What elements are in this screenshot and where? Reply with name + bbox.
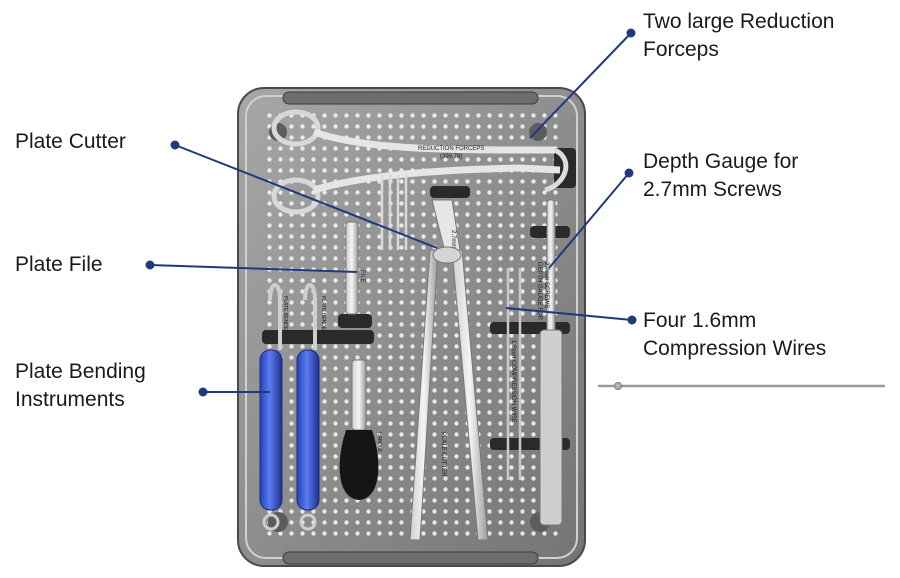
- leader-lines: [145, 28, 637, 397]
- compression-wires-label-line2: Compression Wires: [643, 337, 827, 360]
- gauge-size-engraving: 2.7mm SCREWS: [543, 262, 549, 308]
- plate-file-label-text: Plate File: [15, 253, 103, 276]
- plate-cutter: [409, 199, 489, 541]
- reduction-forceps: [271, 109, 569, 215]
- quick-coupling-handle: [339, 359, 379, 500]
- reduction-forceps-label: Two large Reduction Forceps: [643, 8, 834, 64]
- bending-instruments-label-line1: Plate Bending: [15, 360, 146, 383]
- bender-engraving-1: PLATE BENDER: [282, 296, 288, 334]
- plate-file-label: Plate File: [15, 251, 103, 279]
- depth-gauge: [539, 199, 563, 526]
- cutter-size-engraving: 2.7mm: [450, 230, 456, 248]
- bending-instruments-label-line2: Instruments: [15, 388, 125, 411]
- plate-cutter-label: Plate Cutter: [15, 128, 126, 156]
- plate-benders: [259, 283, 320, 531]
- file-engraving: FILE: [359, 270, 365, 283]
- tray-compression-wires: [380, 175, 522, 480]
- depth-gauge-label-line2: 2.7mm Screws: [643, 178, 782, 201]
- compression-wires-label-line1: Four 1.6mm: [643, 309, 757, 332]
- depth-gauge-label: Depth Gauge for 2.7mm Screws: [643, 148, 798, 204]
- handle-engraving: HANDLE: [376, 432, 382, 453]
- wire-engraving: 1.6mm COMPRESSION WIRE: [510, 340, 516, 422]
- bender-engraving-2: PLATE BENDER: [320, 296, 326, 334]
- reduction-forceps-label-line1: Two large Reduction: [643, 10, 835, 33]
- plate-cutter-label-text: Plate Cutter: [15, 130, 126, 153]
- bending-instruments-label: Plate Bending Instruments: [15, 358, 146, 414]
- reduction-forceps-label-line2: Forceps: [643, 38, 719, 61]
- gauge-engraving: DEPTH GAUGE FOR: [536, 262, 542, 321]
- plate-file: [345, 221, 359, 315]
- forceps-engraving: REDUCTION FORCEPS: [418, 146, 484, 152]
- cutter-engraving: PLATE CUTTER: [440, 432, 446, 477]
- compression-wires-label: Four 1.6mm Compression Wires: [643, 307, 826, 363]
- forceps-code-engraving: (399.78): [440, 154, 462, 160]
- sterilization-tray: [237, 87, 586, 567]
- loose-compression-wire: [598, 382, 885, 390]
- depth-gauge-label-line1: Depth Gauge for: [643, 150, 799, 173]
